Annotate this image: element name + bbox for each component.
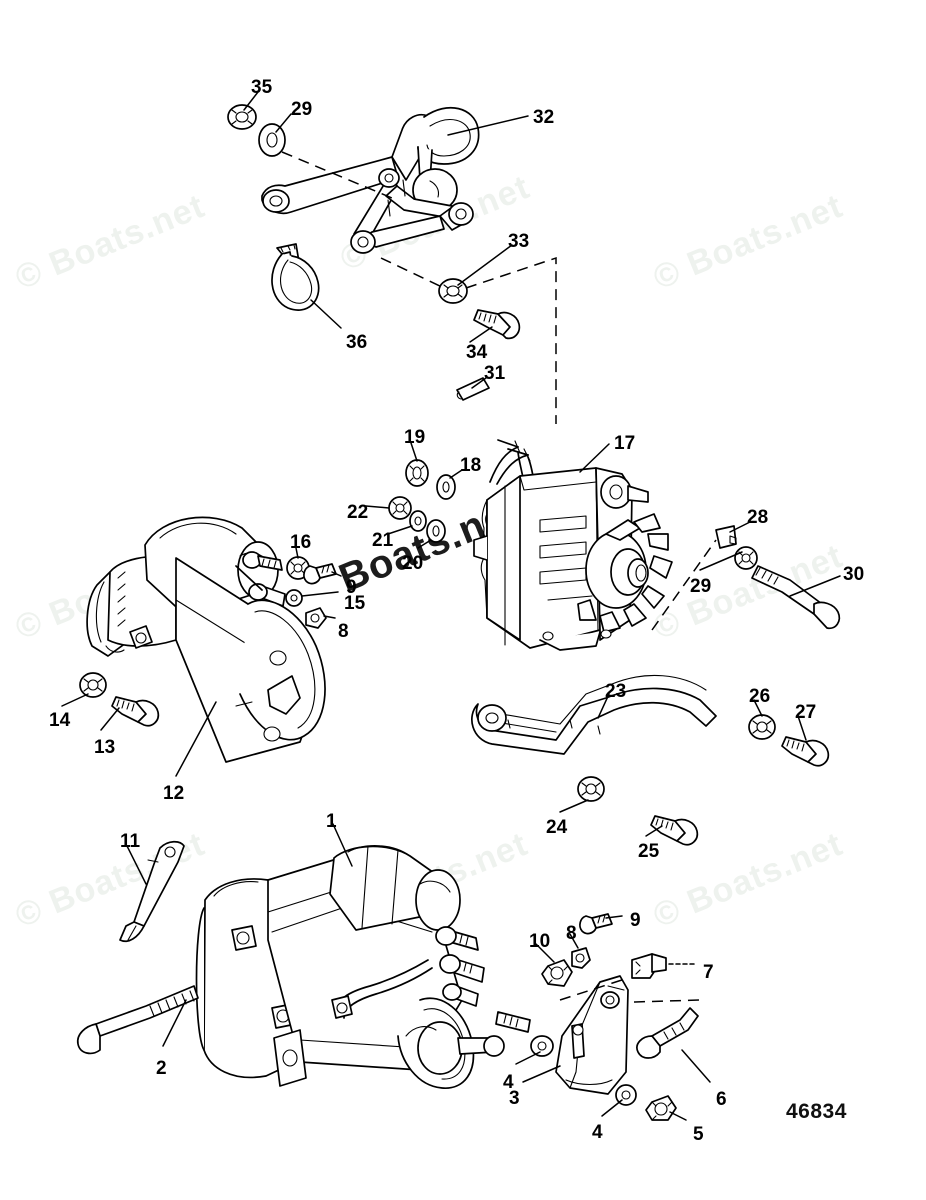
part-15-washer bbox=[285, 589, 303, 607]
part-20-washer bbox=[426, 519, 446, 543]
part-32-alternator-bracket bbox=[261, 107, 480, 254]
part-11-terminal-strap bbox=[119, 840, 185, 943]
part-12-starter-motor bbox=[86, 516, 326, 763]
callout-starter-motor-assembly[interactable]: 1 bbox=[326, 811, 337, 832]
assembly-dash-lines bbox=[281, 151, 717, 1003]
part-27-bolt bbox=[781, 736, 830, 767]
callout-washer[interactable]: 29 bbox=[690, 576, 712, 597]
callout-nut[interactable]: 19 bbox=[404, 427, 426, 448]
part-17-alternator bbox=[473, 439, 673, 651]
part-18-washer bbox=[436, 474, 456, 500]
part-31-pin bbox=[456, 377, 490, 401]
part-35-locknut bbox=[227, 104, 257, 130]
part-8-nut-upper bbox=[305, 607, 327, 629]
part-34-bolt bbox=[473, 309, 521, 340]
part-33-washer bbox=[438, 278, 468, 304]
callout-bolt[interactable]: 13 bbox=[94, 737, 116, 758]
callout-lockwasher[interactable]: 14 bbox=[49, 710, 71, 731]
part-7-stud bbox=[631, 953, 667, 979]
callout-washer[interactable]: 20 bbox=[402, 553, 424, 574]
callout-cable-clamp[interactable]: 36 bbox=[346, 332, 368, 353]
callout-washer[interactable]: 21 bbox=[372, 530, 394, 551]
part-30-through-bolt bbox=[751, 565, 841, 630]
callout-nut[interactable]: 8 bbox=[566, 923, 577, 944]
callout-nut[interactable]: 8 bbox=[338, 621, 349, 642]
callout-washer[interactable]: 4 bbox=[592, 1122, 603, 1143]
leader-lines bbox=[61, 91, 841, 1121]
part-19-nut bbox=[405, 459, 429, 487]
part-29-washer-top bbox=[258, 123, 286, 157]
part-28-spacer bbox=[715, 525, 737, 549]
callout-locknut[interactable]: 10 bbox=[529, 931, 551, 952]
callout-bolt[interactable]: 25 bbox=[638, 841, 660, 862]
callout-bolt[interactable]: 6 bbox=[716, 1089, 727, 1110]
callout-washer[interactable]: 4 bbox=[503, 1072, 514, 1093]
callout-washer[interactable]: 29 bbox=[291, 99, 313, 120]
callout-starter-motor[interactable]: 12 bbox=[163, 783, 185, 804]
part-24-washer bbox=[577, 776, 605, 802]
part-9-screw-upper bbox=[303, 563, 337, 585]
callout-locknut[interactable]: 5 bbox=[693, 1124, 704, 1145]
callout-bolt[interactable]: 34 bbox=[466, 342, 488, 363]
part-5-locknut bbox=[645, 1095, 677, 1121]
callout-washer[interactable]: 33 bbox=[508, 231, 530, 252]
callout-screw[interactable]: 9 bbox=[630, 910, 641, 931]
part-26-washer bbox=[748, 714, 776, 740]
part-14-lockwasher bbox=[79, 672, 107, 698]
part-29-washer-right bbox=[734, 546, 758, 570]
part-23-alternator-brace bbox=[471, 674, 717, 755]
callout-through-bolt[interactable]: 30 bbox=[843, 564, 865, 585]
callout-alternator[interactable]: 17 bbox=[614, 433, 636, 454]
part-9-screw-lower bbox=[579, 913, 613, 935]
callout-washer[interactable]: 24 bbox=[546, 817, 568, 838]
callout-terminal-strap[interactable]: 11 bbox=[120, 831, 141, 852]
callout-alternator-brace[interactable]: 23 bbox=[605, 681, 627, 702]
callout-washer[interactable]: 18 bbox=[460, 455, 482, 476]
callout-bolt[interactable]: 27 bbox=[795, 702, 817, 723]
part-21-washer bbox=[409, 510, 427, 532]
callout-starter-bracket[interactable]: 3 bbox=[509, 1088, 520, 1109]
part-3-starter-bracket bbox=[555, 975, 629, 1095]
part-6-bolt bbox=[636, 1007, 699, 1059]
callout-nut[interactable]: 22 bbox=[347, 502, 369, 523]
part-25-bolt bbox=[650, 815, 699, 846]
callout-spacer[interactable]: 28 bbox=[747, 507, 769, 528]
part-1-starter-motor-assembly bbox=[195, 845, 531, 1089]
part-2-through-bolt bbox=[76, 985, 199, 1055]
part-13-bolt bbox=[111, 696, 160, 727]
callout-locknut[interactable]: 35 bbox=[251, 77, 273, 98]
part-36-cable-clamp bbox=[271, 243, 320, 311]
callout-washer[interactable]: 26 bbox=[749, 686, 771, 707]
callout-stud[interactable]: 7 bbox=[703, 962, 714, 983]
callout-nut[interactable]: 16 bbox=[290, 532, 312, 553]
part-8-nut-lower bbox=[571, 947, 591, 969]
diagram-number: 46834 bbox=[786, 1100, 847, 1123]
callout-alternator-bracket-assembly[interactable]: 32 bbox=[533, 107, 555, 128]
part-10-locknut bbox=[541, 959, 573, 987]
callout-through-bolt[interactable]: 2 bbox=[156, 1058, 167, 1079]
part-22-nut bbox=[388, 496, 412, 520]
callout-pin[interactable]: 31 bbox=[484, 363, 506, 384]
callout-washer[interactable]: 15 bbox=[344, 593, 366, 614]
part-4-washer-left bbox=[530, 1035, 554, 1057]
callout-screw[interactable]: 9 bbox=[346, 577, 357, 598]
